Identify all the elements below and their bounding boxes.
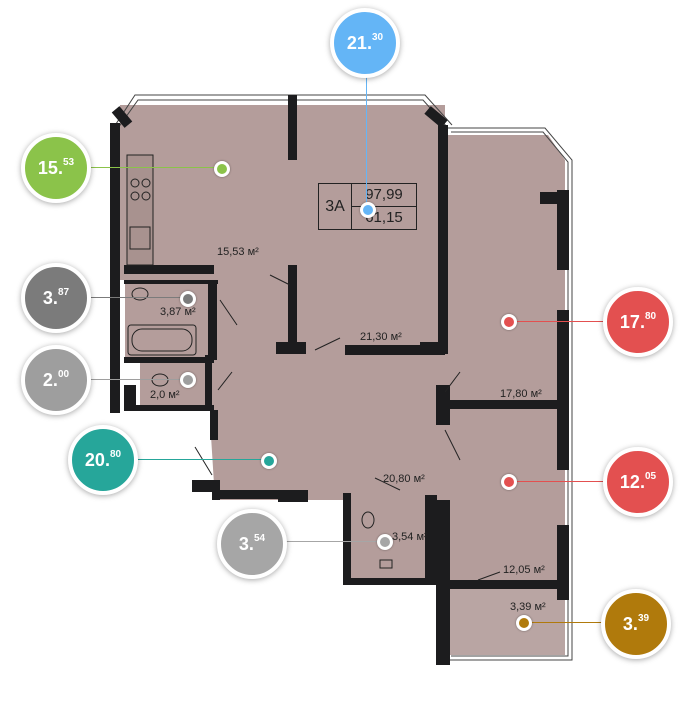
badge-room-right-top-dec: 80 [644,310,657,322]
area-label-wc2: 3,54 м² [392,531,428,543]
badge-bathroom-dec: 87 [57,286,70,298]
leader-kitchen [90,167,220,168]
leader-bathroom [90,297,185,298]
area-label-room-center: 21,30 м² [360,331,402,343]
marker-room-right-bottom[interactable] [501,474,517,490]
badge-kitchen[interactable]: 15.53 [21,133,91,203]
leader-room-center [366,70,367,210]
badge-room-right-bottom-dec: 05 [644,470,657,482]
leader-room-right-top [510,321,605,322]
badge-room-right-bottom-int: 12. [619,471,645,492]
marker-balcony[interactable] [516,615,532,631]
area-label-room-right-bottom: 12,05 м² [503,564,545,576]
toilet-floor [140,360,205,405]
badge-bathroom-int: 3. [42,287,58,308]
badge-balcony-int: 3. [622,613,638,634]
badge-toilet-dec: 00 [57,368,70,380]
floor-fill [120,105,565,655]
leader-balcony [526,622,606,623]
badge-room-right-top[interactable]: 17.80 [603,287,673,357]
badge-wc2-int: 3. [238,533,254,554]
badge-room-center-dec: 30 [371,31,384,43]
badge-wc2[interactable]: 3.54 [217,509,287,579]
hall-floor [210,280,445,500]
badge-hall[interactable]: 20.80 [68,425,138,495]
badge-room-center-int: 21. [346,32,372,53]
marker-wc2[interactable] [377,534,393,550]
badge-hall-int: 20. [84,449,110,470]
area-label-kitchen: 15,53 м² [217,246,259,258]
badge-hall-dec: 80 [109,448,122,460]
leader-room-right-bottom [510,481,605,482]
fixtures [126,154,393,569]
area-label-room-right-top: 17,80 м² [500,388,542,400]
badge-kitchen-int: 15. [37,157,63,178]
bathroom-floor [125,283,212,360]
area-label-hall: 20,80 м² [383,473,425,485]
leader-wc2 [283,541,383,542]
badge-toilet[interactable]: 2.00 [21,345,91,415]
badge-balcony[interactable]: 3.39 [601,589,671,659]
area-label-bathroom: 3,87 м² [160,306,196,318]
kitchen-floor [120,105,285,280]
badge-room-right-bottom[interactable]: 12.05 [603,447,673,517]
marker-room-center[interactable] [360,202,376,218]
badge-wc2-dec: 54 [253,532,266,544]
room-right-floor [445,135,565,580]
walls [110,95,569,665]
badge-balcony-dec: 39 [637,612,650,624]
marker-room-right-top[interactable] [501,314,517,330]
badge-kitchen-dec: 53 [62,156,75,168]
area-label-balcony: 3,39 м² [510,601,546,613]
leader-toilet [90,379,185,380]
apartment-type: 3А [319,184,352,229]
badge-room-center[interactable]: 21.30 [330,8,400,78]
leader-hall [138,459,268,460]
wc2-floor [350,495,440,580]
marker-kitchen[interactable] [214,161,230,177]
badge-toilet-int: 2. [42,369,58,390]
area-label-toilet: 2,0 м² [150,389,180,401]
marker-hall[interactable] [261,453,277,469]
marker-toilet[interactable] [180,372,196,388]
badge-bathroom[interactable]: 3.87 [21,263,91,333]
balcony-floor [448,585,565,655]
badge-room-right-top-int: 17. [619,311,645,332]
total-area: 97,99 [352,184,416,207]
door-swings [194,274,501,581]
marker-bathroom[interactable] [180,291,196,307]
